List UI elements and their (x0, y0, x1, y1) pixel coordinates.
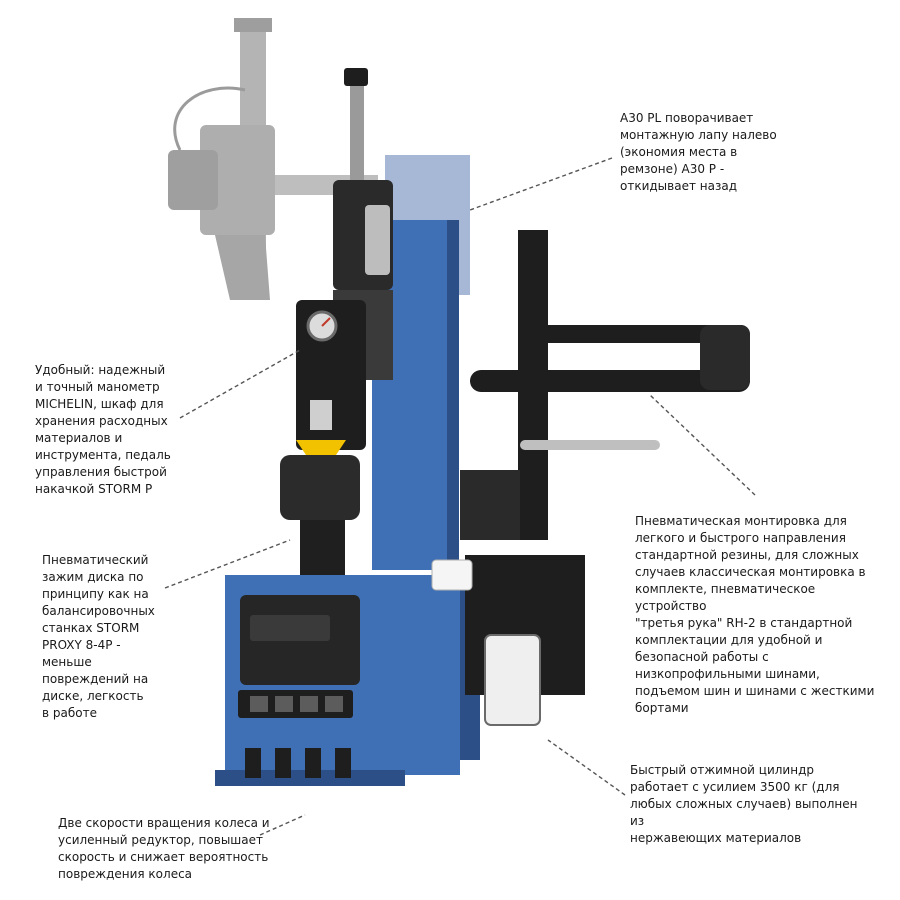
callout-speed-gearbox: Две скорости вращения колеса и усиленный… (58, 816, 270, 881)
callout-gauge-cabinet: Удобный: надежный и точный манометр MICH… (35, 363, 171, 496)
callout-bead-breaker: Быстрый отжимной цилиндр работает с усил… (630, 763, 858, 845)
leader-lines (164, 157, 756, 836)
control-buttons-icon (238, 690, 353, 718)
foot-pedal-icon (245, 748, 351, 778)
callout-wheel-clamp: Пневматический зажим диска по принципу к… (42, 553, 155, 720)
base-cabinet (215, 575, 480, 786)
wheel-clamp (280, 400, 360, 580)
bead-breaker (431, 555, 585, 726)
callout-pneumatic-mount: Пневматическая монтировка для легкого и … (635, 514, 875, 715)
vertical-mounting-arm (333, 68, 393, 380)
callout-mounting-arm: A30 PL поворачивает монтажную лапу налев… (620, 111, 777, 193)
helper-arm (460, 230, 750, 540)
pressure-gauge-icon (306, 310, 338, 342)
